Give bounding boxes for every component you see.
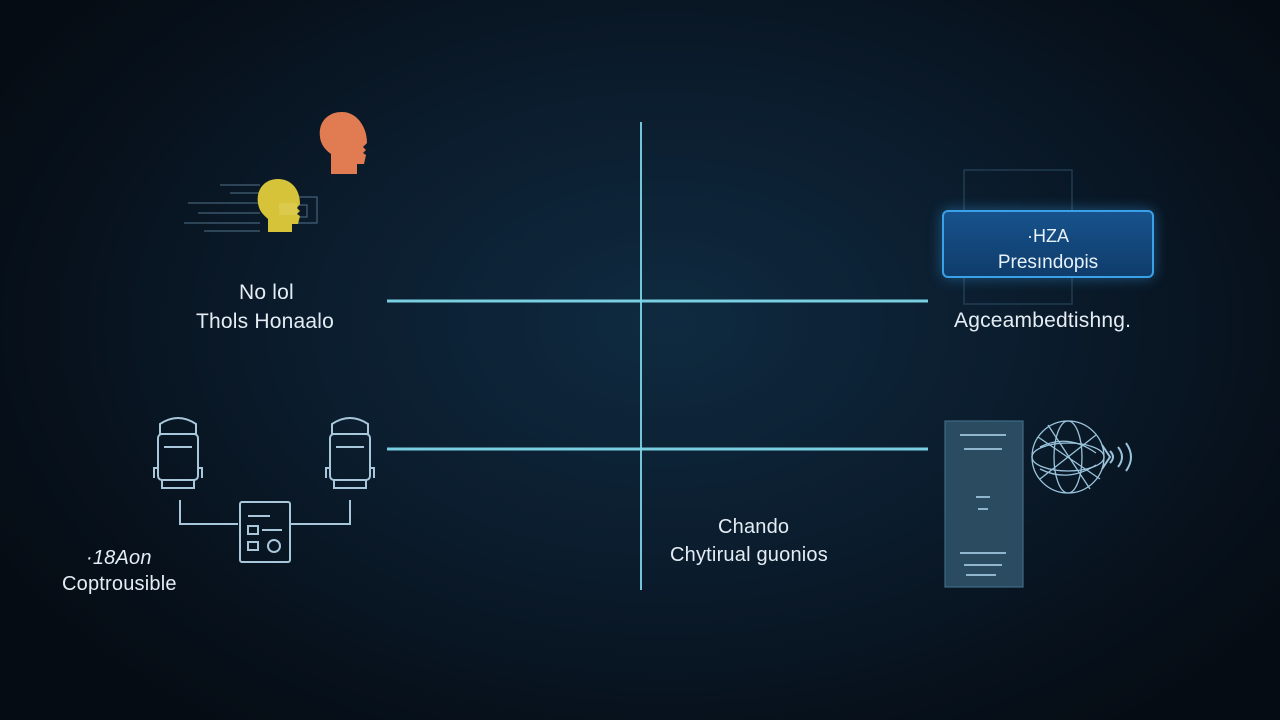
yellow-head-profile-icon: [257, 179, 300, 232]
globe-icon: [1031, 420, 1105, 494]
document-icon: [239, 501, 291, 563]
robot-left-icon: [153, 417, 203, 489]
robots-icon-group: [153, 417, 375, 563]
highlight-panel: ·HZA Presındopis: [942, 210, 1154, 278]
tech-icon-group: [944, 420, 1132, 588]
panel-subtitle: Presındopis: [997, 252, 1099, 273]
bottom-left-label-2: Coptrousible: [62, 573, 177, 595]
bottom-right-label-1: Chando: [718, 516, 790, 538]
speed-lines-icon: [184, 184, 318, 232]
top-right-caption: Agceambedtishng.: [954, 309, 1132, 332]
signal-icon: [1101, 442, 1132, 472]
server-panel-icon: [944, 420, 1024, 588]
panel-title: ·HZA: [1027, 226, 1069, 246]
bottom-left-label-1: ·18Aon: [86, 547, 152, 569]
orange-head-profile-icon: [319, 112, 367, 174]
robot-right-icon: [325, 417, 375, 489]
bottom-right-label-2: Chytirual guonios: [670, 544, 828, 566]
heads-icon-group: [184, 112, 367, 232]
connector-lines-icon: [179, 500, 351, 525]
top-left-label-1: No lol: [239, 281, 294, 304]
top-left-label-2: Thols Honaalo: [196, 310, 335, 333]
